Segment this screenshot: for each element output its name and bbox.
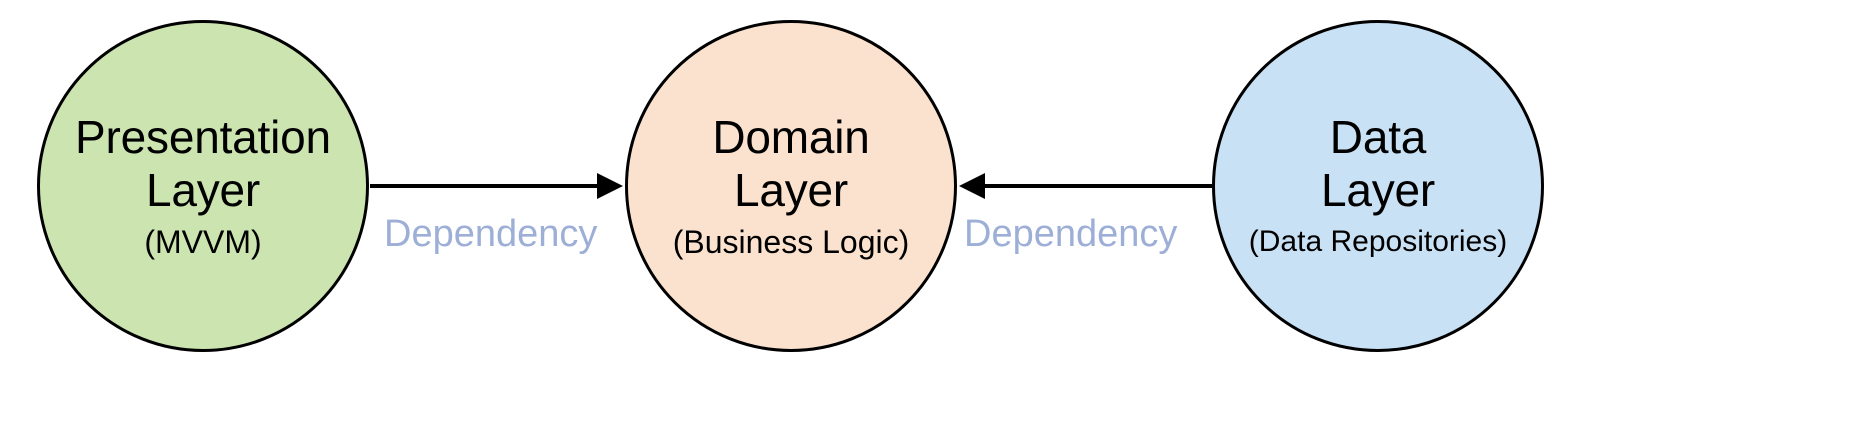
arrow-data-to-domain: [959, 173, 1212, 199]
node-data-subtitle: (Data Repositories): [1248, 225, 1508, 258]
arrowhead-left-icon: [959, 173, 985, 199]
node-presentation-title: Presentation Layer: [75, 111, 331, 216]
arrow-presentation-to-domain: [370, 173, 623, 199]
node-data-title: Data Layer: [1320, 111, 1436, 216]
node-presentation-layer[interactable]: Presentation Layer (MVVM): [37, 20, 369, 352]
node-domain-title: Domain Layer: [712, 111, 870, 216]
node-presentation-subtitle: (MVVM): [144, 224, 262, 260]
node-data-layer[interactable]: Data Layer (Data Repositories): [1212, 20, 1544, 352]
node-domain-subtitle: (Business Logic): [672, 224, 910, 260]
edge-label-data-to-domain: Dependency: [964, 213, 1178, 255]
node-domain-layer[interactable]: Domain Layer (Business Logic): [625, 20, 957, 352]
edge-label-presentation-to-domain: Dependency: [384, 213, 598, 255]
arrowhead-right-icon: [597, 173, 623, 199]
